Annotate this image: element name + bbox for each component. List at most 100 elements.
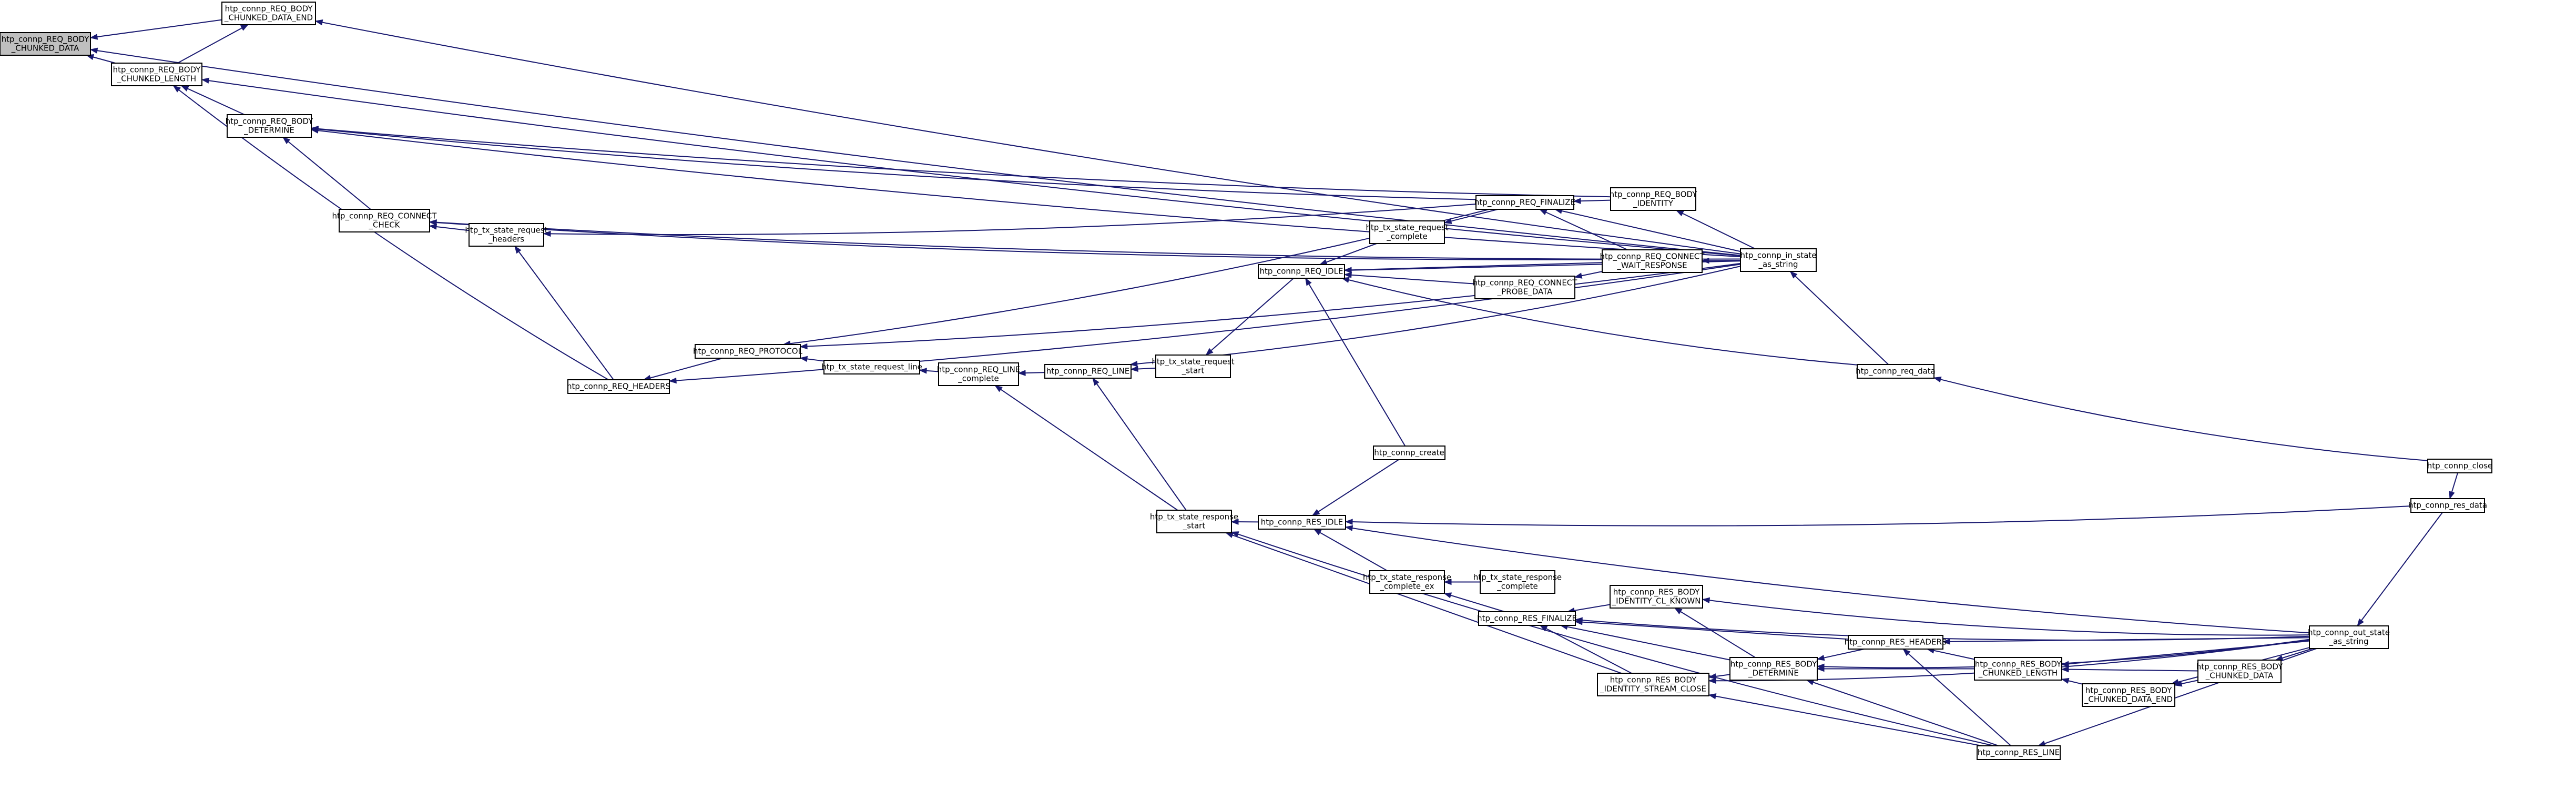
node-res-chunked-length[interactable]: htp_connp_RES_BODY_CHUNKED_LENGTH	[1974, 657, 2062, 681]
node-label-line: _complete	[1496, 582, 1538, 592]
node-label-line: _CHUNKED_DATA_END	[224, 13, 313, 23]
edge-req_idle-connp_create	[1305, 277, 1406, 447]
node-label-line: htp_connp_REQ_CONNECT	[1600, 252, 1705, 262]
node-label-line: htp_connp_RES_BODY	[1613, 588, 1700, 598]
edge-arrowhead	[1225, 532, 1234, 538]
edge-arrowhead	[994, 385, 1003, 392]
edge-arrowhead	[429, 219, 437, 226]
node-req-connect-probe-data[interactable]: htp_connp_REQ_CONNECT_PROBE_DATA	[1473, 276, 1578, 299]
edge-line	[1345, 526, 2310, 634]
node-tx-state-response-complete-ex[interactable]: htp_tx_state_response_complete_ex	[1363, 570, 1451, 594]
node-label-line: _complete	[958, 374, 999, 384]
edge-res_identity_stream_close-res_line	[1708, 693, 1982, 746]
node-tx-state-request-complete[interactable]: htp_tx_state_request_complete	[1366, 220, 1449, 244]
node-req-line[interactable]: htp_connp_REQ_LINE	[1044, 364, 1132, 379]
edge-line	[1226, 532, 1622, 674]
node-req-body-identity[interactable]: htp_connp_REQ_BODY_IDENTITY	[1610, 187, 1698, 211]
node-res-chunked-data-end[interactable]: htp_connp_RES_BODY_CHUNKED_DATA_END	[2082, 683, 2175, 707]
node-req-finalize[interactable]: htp_connp_REQ_FINALIZE	[1474, 195, 1575, 210]
edge-line	[1344, 274, 1475, 285]
node-res-headers[interactable]: htp_connp_RES_HEADERS	[1845, 635, 1947, 650]
node-req-connect-wait-response[interactable]: htp_connp_REQ_CONNECT_WAIT_RESPONSE	[1600, 249, 1705, 273]
edge-line	[1674, 608, 1756, 658]
edge-arrowhead	[1305, 277, 1312, 286]
node-box	[567, 379, 670, 394]
edge-arrowhead	[1708, 693, 1717, 700]
edge-arrowhead	[1702, 597, 1710, 604]
node-res-line[interactable]: htp_connp_RES_LINE	[1977, 745, 2061, 760]
node-box	[1974, 657, 2062, 681]
node-label-line: htp_connp_RES_BODY	[1730, 660, 1817, 670]
node-res-idle[interactable]: htp_connp_RES_IDLE	[1258, 515, 1346, 530]
edge-req_chunked_data-req_chunked_data_end	[89, 19, 222, 40]
node-tx-state-response-start[interactable]: htp_tx_state_response_start	[1150, 510, 1238, 533]
node-res-chunked-data[interactable]: htp_connp_RES_BODY_CHUNKED_DATA	[2196, 660, 2283, 683]
edge-tx_state_request_start-req_idle	[1205, 278, 1294, 356]
edge-arrowhead	[429, 224, 437, 230]
node-label-line: _CHUNKED_LENGTH	[117, 74, 196, 84]
node-req-connect-check[interactable]: htp_connp_REQ_CONNECT_CHECK	[332, 209, 437, 232]
edge-line	[1702, 599, 2310, 636]
edge-line	[90, 49, 1741, 256]
edge-req_idle-req_data	[1341, 277, 1858, 366]
node-label-line: htp_connp_out_state	[2308, 628, 2390, 638]
node-res-identity-cl-known[interactable]: htp_connp_RES_BODY_IDENTITY_CL_KNOWN	[1610, 585, 1703, 609]
edge-arrowhead	[1443, 579, 1452, 585]
node-req-headers[interactable]: htp_connp_REQ_HEADERS	[567, 379, 670, 394]
edge-out_state_as_string-res_data	[2357, 512, 2443, 627]
node-box	[1369, 220, 1445, 244]
node-label-line: _complete_ex	[1380, 582, 1434, 592]
node-req-determine[interactable]: htp_connp_REQ_BODY_DETERMINE	[226, 114, 314, 138]
node-res-identity-stream-close[interactable]: htp_connp_RES_BODY_IDENTITY_STREAM_CLOSE	[1597, 673, 1709, 696]
node-req-idle[interactable]: htp_connp_REQ_IDLE	[1258, 264, 1345, 279]
node-req-line-complete[interactable]: htp_connp_REQ_LINE_complete	[937, 362, 1021, 386]
node-box	[1977, 745, 2061, 760]
edge-arrowhead	[1675, 210, 1684, 217]
edge-line	[311, 127, 1611, 198]
node-req-data[interactable]: htp_connp_req_data	[1856, 364, 1936, 379]
node-label-line: htp_connp_REQ_BODY	[2, 35, 90, 45]
node-in-state-as-string[interactable]: htp_connp_in_state_as_string	[1740, 248, 1817, 272]
node-label-line: _CHUNKED_DATA	[2205, 671, 2274, 681]
node-req-chunked-length[interactable]: htp_connp_REQ_BODY_CHUNKED_LENGTH	[111, 63, 202, 86]
node-tx-state-request-start[interactable]: htp_tx_state_request_start	[1152, 355, 1235, 378]
node-req-chunked-data-end[interactable]: htp_connp_REQ_BODY_CHUNKED_DATA_END	[221, 2, 316, 25]
node-tx-state-response-complete[interactable]: htp_tx_state_response_complete	[1473, 570, 1562, 594]
node-tx-state-request-line[interactable]: htp_tx_state_request_line	[821, 360, 922, 374]
node-tx-state-request-headers[interactable]: htp_tx_state_request_headers	[465, 223, 548, 247]
node-req-chunked-data[interactable]: htp_connp_REQ_BODY_CHUNKED_DATA	[0, 32, 91, 56]
node-label-line: htp_connp_RES_BODY	[1610, 675, 1697, 685]
node-res-data[interactable]: htp_connp_res_data	[2408, 498, 2487, 513]
node-label-line: _CHECK	[368, 220, 400, 230]
node-label-line: htp_connp_RES_LINE	[1978, 748, 2060, 758]
edge-in_state_as_string-req_data	[1789, 271, 1889, 365]
edge-req_determine-req_body_identity	[310, 126, 1611, 198]
edge-arrowhead	[1311, 509, 1320, 516]
edge-req_line-tx_state_response_start	[1092, 377, 1187, 511]
edge-line	[1314, 529, 1388, 571]
edge-arrowhead	[2061, 661, 2069, 667]
node-label-line: htp_connp_REQ_HEADERS	[567, 382, 670, 392]
edge-arrowhead	[1816, 654, 1825, 661]
node-res-determine[interactable]: htp_connp_RES_BODY_DETERMINE	[1729, 657, 1818, 681]
edge-arrowhead	[1345, 519, 1353, 525]
edge-res_idle-tx_state_response_complete_ex	[1313, 529, 1388, 571]
edge-req_connect_wait_response-in_state_as_string	[1701, 257, 1741, 264]
edge-req_body_identity-in_state_as_string	[1675, 210, 1756, 249]
node-box	[1602, 249, 1703, 273]
node-box	[1474, 276, 1575, 299]
node-label-line: _start	[1183, 521, 1206, 531]
edge-line	[311, 129, 1741, 258]
node-out-state-as-string[interactable]: htp_connp_out_state_as_string	[2308, 625, 2390, 649]
node-label-line: htp_connp_REQ_BODY	[113, 65, 201, 75]
node-box	[1729, 657, 1818, 681]
edge-line	[1554, 209, 1741, 252]
node-res-finalize[interactable]: htp_connp_RES_FINALIZE	[1477, 611, 1577, 626]
edge-arrowhead	[1343, 267, 1352, 273]
node-box	[823, 360, 920, 374]
node-req-protocol[interactable]: htp_connp_REQ_PROTOCOL	[693, 344, 803, 359]
node-label-line: _IDENTITY_CL_KNOWN	[1612, 596, 1701, 606]
node-connp-create[interactable]: htp_connp_create	[1373, 446, 1445, 460]
edge-arrowhead	[201, 77, 210, 84]
node-connp-close[interactable]: htp_connp_close	[2427, 459, 2493, 473]
